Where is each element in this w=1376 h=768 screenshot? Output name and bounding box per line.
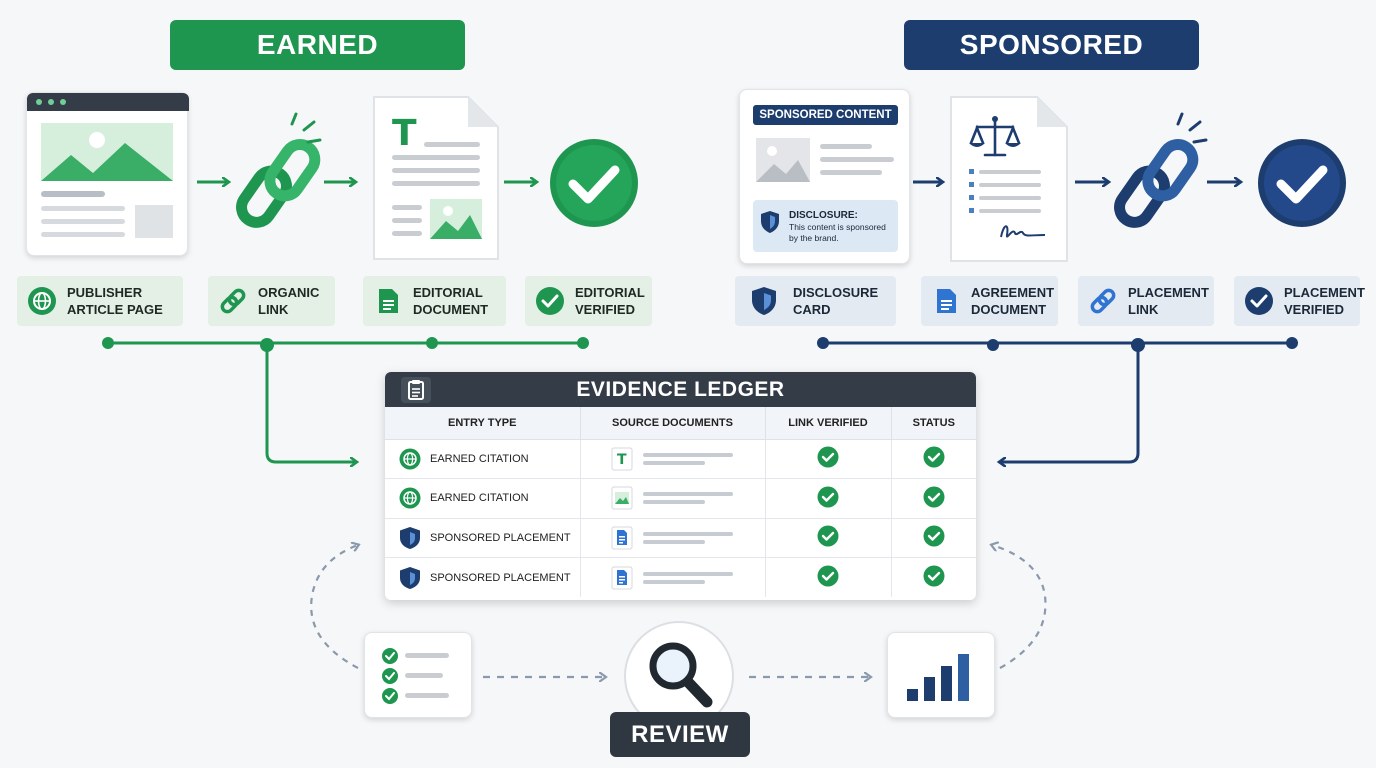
checklist-card <box>364 632 472 718</box>
svg-text:T: T <box>617 452 627 468</box>
shield-icon <box>400 526 420 549</box>
editorial-document-icon: T <box>373 96 499 260</box>
svg-text:T: T <box>392 113 417 154</box>
agreement-document-icon <box>950 96 1068 262</box>
entry-type: EARNED CITATION <box>430 452 529 465</box>
ledger-header: EVIDENCE LEDGER <box>385 372 976 407</box>
document-lines <box>642 449 733 469</box>
entry-type: SPONSORED PLACEMENT <box>430 571 571 584</box>
label-agreement-document: AGREEMENT DOCUMENT <box>921 276 1058 326</box>
entry-type: EARNED CITATION <box>430 492 529 505</box>
placement-verified-icon <box>1258 139 1346 227</box>
review-button[interactable]: REVIEW <box>610 712 750 757</box>
ledger-table: ENTRY TYPE SOURCE DOCUMENTS LINK VERIFIE… <box>385 407 976 597</box>
document-icon <box>373 286 403 316</box>
sponsored-header: SPONSORED <box>904 20 1199 70</box>
column-header-entry-type: ENTRY TYPE <box>385 407 581 440</box>
check-circle-icon <box>923 565 945 587</box>
blue-document-icon <box>611 566 632 589</box>
document-lines <box>642 568 733 588</box>
bar-chart-icon <box>907 654 969 701</box>
check-circle-icon <box>923 486 945 508</box>
label-publisher-article-page: PUBLISHER ARTICLE PAGE <box>17 276 183 326</box>
image-placeholder-icon <box>756 138 894 182</box>
disclosure-box: DISCLOSURE: This content is sponsored by… <box>753 200 898 252</box>
ledger-title: EVIDENCE LEDGER <box>576 377 785 401</box>
link-icon <box>1088 286 1118 316</box>
label-editorial-document: EDITORIAL DOCUMENT <box>363 276 506 326</box>
label-placement-verified: PLACEMENT VERIFIED <box>1234 276 1365 326</box>
column-header-link-verified: LINK VERIFIED <box>765 407 892 440</box>
clipboard-icon <box>401 377 431 403</box>
label-disclosure-card: DISCLOSURE CARD <box>735 276 896 326</box>
globe-icon <box>399 448 421 470</box>
placement-link-icon <box>1114 112 1208 228</box>
evidence-ledger: EVIDENCE LEDGER ENTRY TYPE SOURCE DOCUME… <box>385 372 976 600</box>
checklist-icon <box>382 648 449 704</box>
check-circle-icon <box>923 446 945 468</box>
table-row[interactable]: EARNED CITATION <box>385 478 976 519</box>
shield-icon <box>761 211 779 233</box>
globe-icon <box>27 286 57 316</box>
check-circle-icon <box>1244 286 1274 316</box>
table-row[interactable]: SPONSORED PLACEMENT <box>385 557 976 597</box>
shield-icon <box>749 286 779 316</box>
column-header-source-documents: SOURCE DOCUMENTS <box>580 407 766 440</box>
magnifier-icon <box>624 621 734 731</box>
document-lines <box>642 488 733 508</box>
image-document-icon <box>611 486 632 510</box>
check-circle-icon <box>817 446 839 468</box>
disclosure-card-illustration: SPONSORED CONTENT DISCLOSURE: This conte… <box>739 89 910 264</box>
globe-icon <box>399 487 421 509</box>
text-document-icon: T <box>611 447 632 471</box>
blue-document-icon <box>611 526 632 550</box>
table-row[interactable]: SPONSORED PLACEMENT <box>385 518 976 558</box>
disclosure-text: This content is sponsored by the brand. <box>789 222 886 243</box>
check-circle-icon <box>817 525 839 547</box>
label-editorial-verified: EDITORIAL VERIFIED <box>525 276 652 326</box>
label-placement-link: PLACEMENT LINK <box>1078 276 1214 326</box>
organic-link-icon <box>236 112 322 228</box>
shield-icon <box>400 566 420 589</box>
document-icon <box>931 286 961 316</box>
column-header-status: STATUS <box>891 407 976 440</box>
document-lines <box>642 528 733 548</box>
earned-header: EARNED <box>170 20 465 70</box>
check-circle-icon <box>923 525 945 547</box>
entry-type: SPONSORED PLACEMENT <box>430 531 571 544</box>
metrics-card <box>887 632 995 718</box>
check-circle-icon <box>817 565 839 587</box>
label-organic-link: ORGANIC LINK <box>208 276 335 326</box>
publisher-article-page-illustration <box>26 92 189 256</box>
table-row[interactable]: EARNED CITATION T <box>385 439 976 479</box>
editorial-verified-icon <box>550 139 638 227</box>
check-circle-icon <box>535 286 565 316</box>
sponsored-content-badge: SPONSORED CONTENT <box>753 105 898 125</box>
browser-page-icon <box>27 93 189 238</box>
check-circle-icon <box>817 486 839 508</box>
link-icon <box>218 286 248 316</box>
disclosure-title: DISCLOSURE: <box>789 210 858 221</box>
